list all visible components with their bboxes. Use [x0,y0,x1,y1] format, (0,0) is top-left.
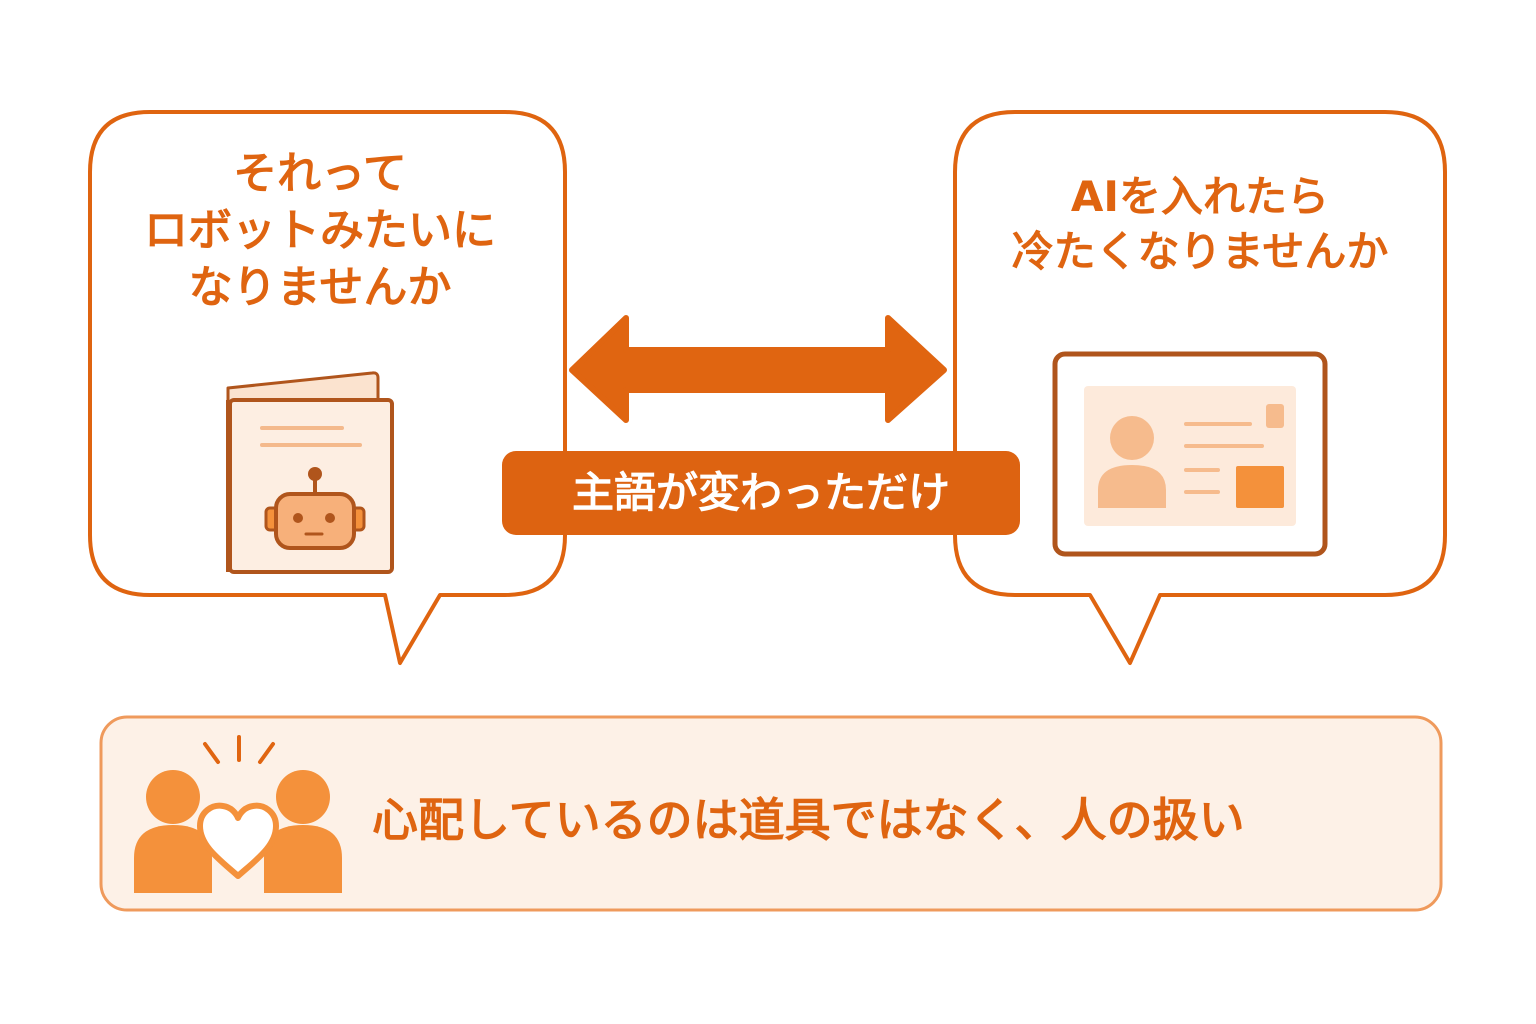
bottom-message-box [99,715,1443,912]
left-bubble-line: それって [233,148,407,199]
bottom-message-text: 心配しているのは道具ではなく、人の扱い [372,793,1245,847]
left-bubble-question: それって ロボットみたいに なりませんか [90,145,550,317]
right-bubble-line: 冷たくなりませんか [1011,226,1389,276]
center-label-box [502,451,1020,535]
profile-screen-icon [1052,351,1328,557]
double-arrow-icon [569,315,947,423]
robot-manual-book-icon [226,371,394,574]
left-bubble-line: なりませんか [188,262,452,314]
left-bubble-line: ロボットみたいに [144,205,496,257]
right-bubble-question: AIを入れたら 冷たくなりませんか [960,170,1440,279]
center-label-text: 主語が変わっただけ [571,468,950,517]
people-heart-icon [134,735,342,893]
right-bubble-line: AIを入れたら [1070,172,1330,221]
